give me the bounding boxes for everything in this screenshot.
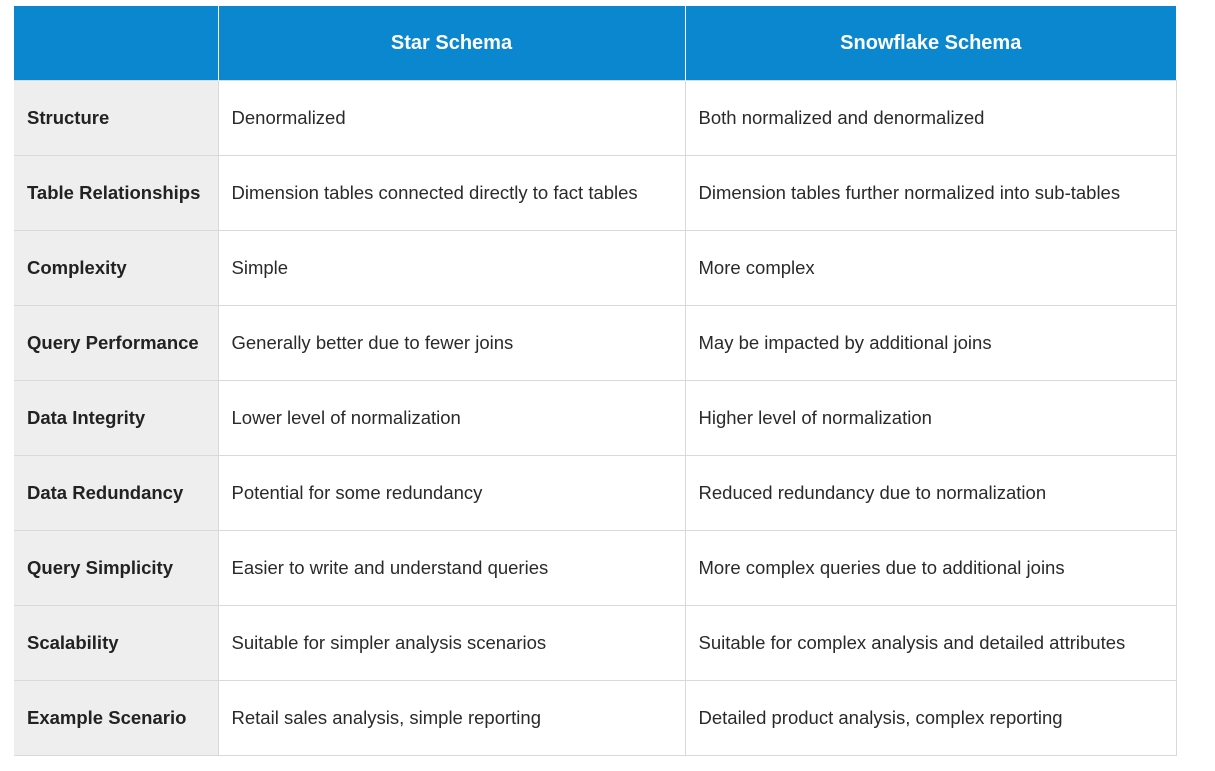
row-label-example-scenario: Example Scenario xyxy=(14,680,219,756)
schema-comparison-table: Star Schema Snowflake Schema Structure D… xyxy=(14,6,1177,756)
row-label-scalability: Scalability xyxy=(14,605,219,681)
snowflake-cell: Detailed product analysis, complex repor… xyxy=(684,680,1177,756)
table-row: Complexity Simple More complex xyxy=(14,230,1177,306)
table-row: Query Simplicity Easier to write and und… xyxy=(14,530,1177,606)
snowflake-cell: Dimension tables further normalized into… xyxy=(684,155,1177,231)
row-label-table-relationships: Table Relationships xyxy=(14,155,219,231)
snowflake-cell: More complex xyxy=(684,230,1177,306)
header-snowflake-schema: Snowflake Schema xyxy=(685,6,1176,81)
table-header: Star Schema Snowflake Schema xyxy=(14,6,1176,81)
star-cell: Dimension tables connected directly to f… xyxy=(217,155,686,231)
star-cell: Lower level of normalization xyxy=(217,380,686,456)
snowflake-cell: Reduced redundancy due to normalization xyxy=(684,455,1177,531)
table-row: Query Performance Generally better due t… xyxy=(14,305,1177,381)
star-cell: Denormalized xyxy=(217,80,686,156)
table-row: Data Integrity Lower level of normalizat… xyxy=(14,380,1177,456)
row-label-data-integrity: Data Integrity xyxy=(14,380,219,456)
table-body: Structure Denormalized Both normalized a… xyxy=(14,80,1177,756)
snowflake-cell: May be impacted by additional joins xyxy=(684,305,1177,381)
star-cell: Simple xyxy=(217,230,686,306)
row-label-complexity: Complexity xyxy=(14,230,219,306)
header-star-schema: Star Schema xyxy=(218,6,686,81)
row-label-structure: Structure xyxy=(14,80,219,156)
snowflake-cell: Higher level of normalization xyxy=(684,380,1177,456)
snowflake-cell: More complex queries due to additional j… xyxy=(684,530,1177,606)
table-row: Scalability Suitable for simpler analysi… xyxy=(14,605,1177,681)
table-row: Example Scenario Retail sales analysis, … xyxy=(14,680,1177,756)
table-row: Structure Denormalized Both normalized a… xyxy=(14,80,1177,156)
star-cell: Potential for some redundancy xyxy=(217,455,686,531)
comparison-table-container: Star Schema Snowflake Schema Structure D… xyxy=(14,6,1177,756)
header-corner-cell xyxy=(14,6,219,81)
snowflake-cell: Both normalized and denormalized xyxy=(684,80,1177,156)
row-label-query-performance: Query Performance xyxy=(14,305,219,381)
star-cell: Easier to write and understand queries xyxy=(217,530,686,606)
table-row: Data Redundancy Potential for some redun… xyxy=(14,455,1177,531)
star-cell: Retail sales analysis, simple reporting xyxy=(217,680,686,756)
header-row: Star Schema Snowflake Schema xyxy=(14,6,1176,81)
star-cell: Suitable for simpler analysis scenarios xyxy=(217,605,686,681)
row-label-query-simplicity: Query Simplicity xyxy=(14,530,219,606)
star-cell: Generally better due to fewer joins xyxy=(217,305,686,381)
snowflake-cell: Suitable for complex analysis and detail… xyxy=(684,605,1177,681)
table-row: Table Relationships Dimension tables con… xyxy=(14,155,1177,231)
row-label-data-redundancy: Data Redundancy xyxy=(14,455,219,531)
